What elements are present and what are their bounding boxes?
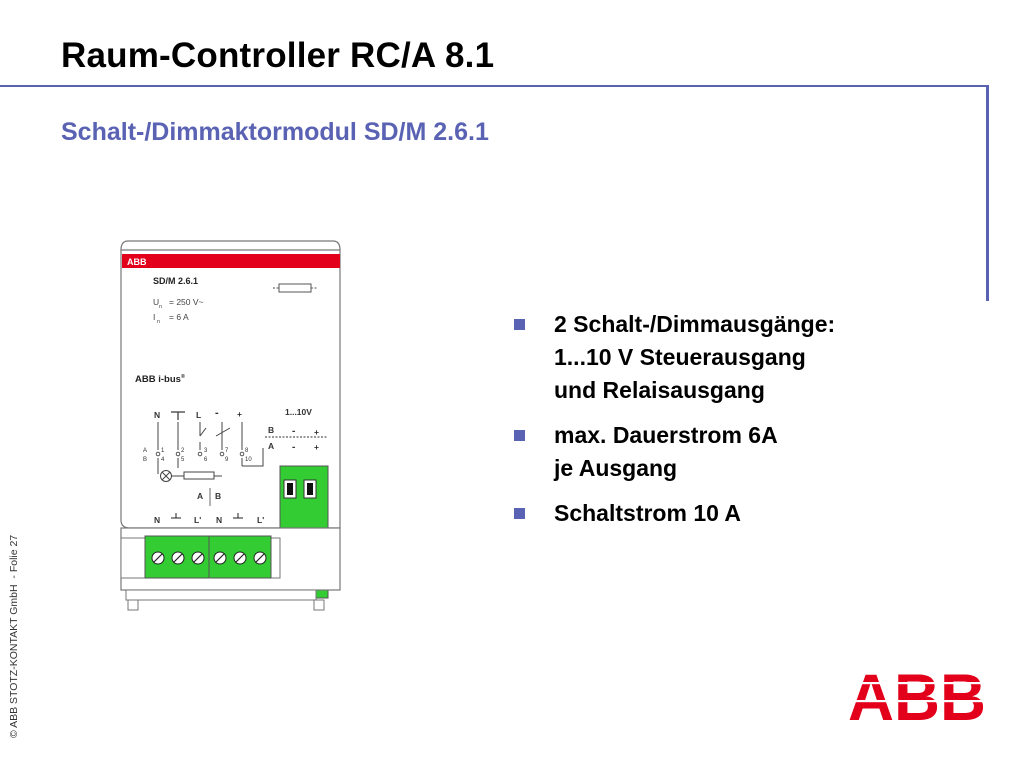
abb-logo: ABB: [848, 664, 988, 724]
bullet-square-icon: [514, 319, 525, 330]
terminal-5: 5: [181, 457, 185, 463]
brand-bar: [122, 254, 340, 268]
slide-title: Raum-Controller RC/A 8.1: [61, 36, 495, 75]
rated-voltage: = 250 V~: [169, 297, 204, 307]
foot-left: [127, 599, 139, 611]
label-plus-top: +: [237, 409, 242, 419]
title-rule: [0, 85, 989, 87]
label-minus-right: -: [292, 426, 295, 437]
list-item: max. Dauerstrom 6A je Ausgang: [512, 419, 932, 485]
label-N-top: N: [154, 410, 160, 420]
feature-list: 2 Schalt-/Dimmausgänge: 1...10 V Steuera…: [512, 308, 932, 542]
terminal-letter-A: A: [143, 448, 147, 454]
label-plus-right-2: +: [314, 442, 319, 452]
abb-logo-text: ABB: [848, 664, 986, 724]
current-subscript: n: [157, 319, 160, 325]
terminal-10: 10: [245, 457, 252, 463]
terminal-9: 9: [225, 457, 229, 463]
list-item-line: max. Dauerstrom 6A: [554, 422, 778, 448]
label-L-top: L: [196, 410, 201, 420]
bottom-label-N1: N: [154, 515, 160, 525]
terminal-6: 6: [204, 457, 208, 463]
list-item: Schaltstrom 10 A: [512, 497, 932, 530]
device-top-lip: [120, 240, 341, 251]
rated-current: = 6 A: [169, 312, 189, 322]
label-minus-right-2: -: [292, 442, 295, 453]
brand-bar-logo: ABB: [127, 257, 147, 267]
bottom-label-L2: L': [257, 515, 264, 525]
selector-B: B: [215, 491, 221, 501]
wiring: [157, 422, 264, 474]
list-item: 2 Schalt-/Dimmausgänge: 1...10 V Steuera…: [512, 308, 932, 407]
list-item-line: 2 Schalt-/Dimmausgänge:: [554, 311, 836, 337]
terminal-2: 2: [181, 448, 185, 454]
slide-footer: © ABB STOTZ-KONTAKT GmbH - Folie 27: [8, 535, 20, 738]
voltage-symbol: U: [153, 297, 159, 307]
device-model: SD/M 2.6.1: [153, 276, 198, 286]
terminal-3: 3: [204, 448, 208, 454]
bottom-label-N2: N: [216, 515, 222, 525]
device-illustration: ABB SD/M 2.6.1 U n = 250 V~ I n = 6 A AB…: [120, 240, 341, 611]
label-plus-right: +: [314, 427, 319, 437]
slide-number: - Folie 27: [8, 534, 20, 579]
label-minus-top: -: [215, 407, 219, 419]
terminal-4: 4: [161, 457, 165, 463]
terminal-7: 7: [225, 448, 229, 454]
terminal-1: 1: [161, 448, 165, 454]
voltage-subscript: n: [159, 304, 162, 310]
list-item-line: je Ausgang: [554, 455, 678, 481]
list-item-line: Schaltstrom 10 A: [554, 500, 742, 526]
foot-right: [313, 599, 325, 611]
bullet-square-icon: [514, 508, 525, 519]
terminal-8: 8: [245, 448, 249, 454]
list-item-line: und Relaisausgang: [554, 377, 765, 403]
screw-terminal-block: [144, 535, 272, 579]
label-B-right: B: [268, 425, 274, 435]
copyright-text: © ABB STOTZ-KONTAKT GmbH: [8, 584, 20, 738]
bottom-label-L1: L': [194, 515, 201, 525]
bus-label: ABB i-bus®: [135, 373, 185, 385]
bullet-square-icon: [514, 430, 525, 441]
list-item-line: 1...10 V Steuerausgang: [554, 344, 806, 370]
fuse-symbol: [273, 283, 317, 293]
ground-symbol-top: [171, 411, 185, 420]
side-rule: [986, 85, 989, 301]
terminal-dots: [155, 451, 245, 457]
base-plate: [125, 589, 317, 601]
slide-subtitle: Schalt-/Dimmaktormodul SD/M 2.6.1: [61, 118, 489, 146]
selector-A: A: [197, 491, 203, 501]
label-A-right: A: [268, 441, 274, 451]
terminal-letter-B: B: [143, 457, 147, 463]
current-symbol: I: [153, 312, 155, 322]
range-label: 1...10V: [285, 407, 312, 417]
